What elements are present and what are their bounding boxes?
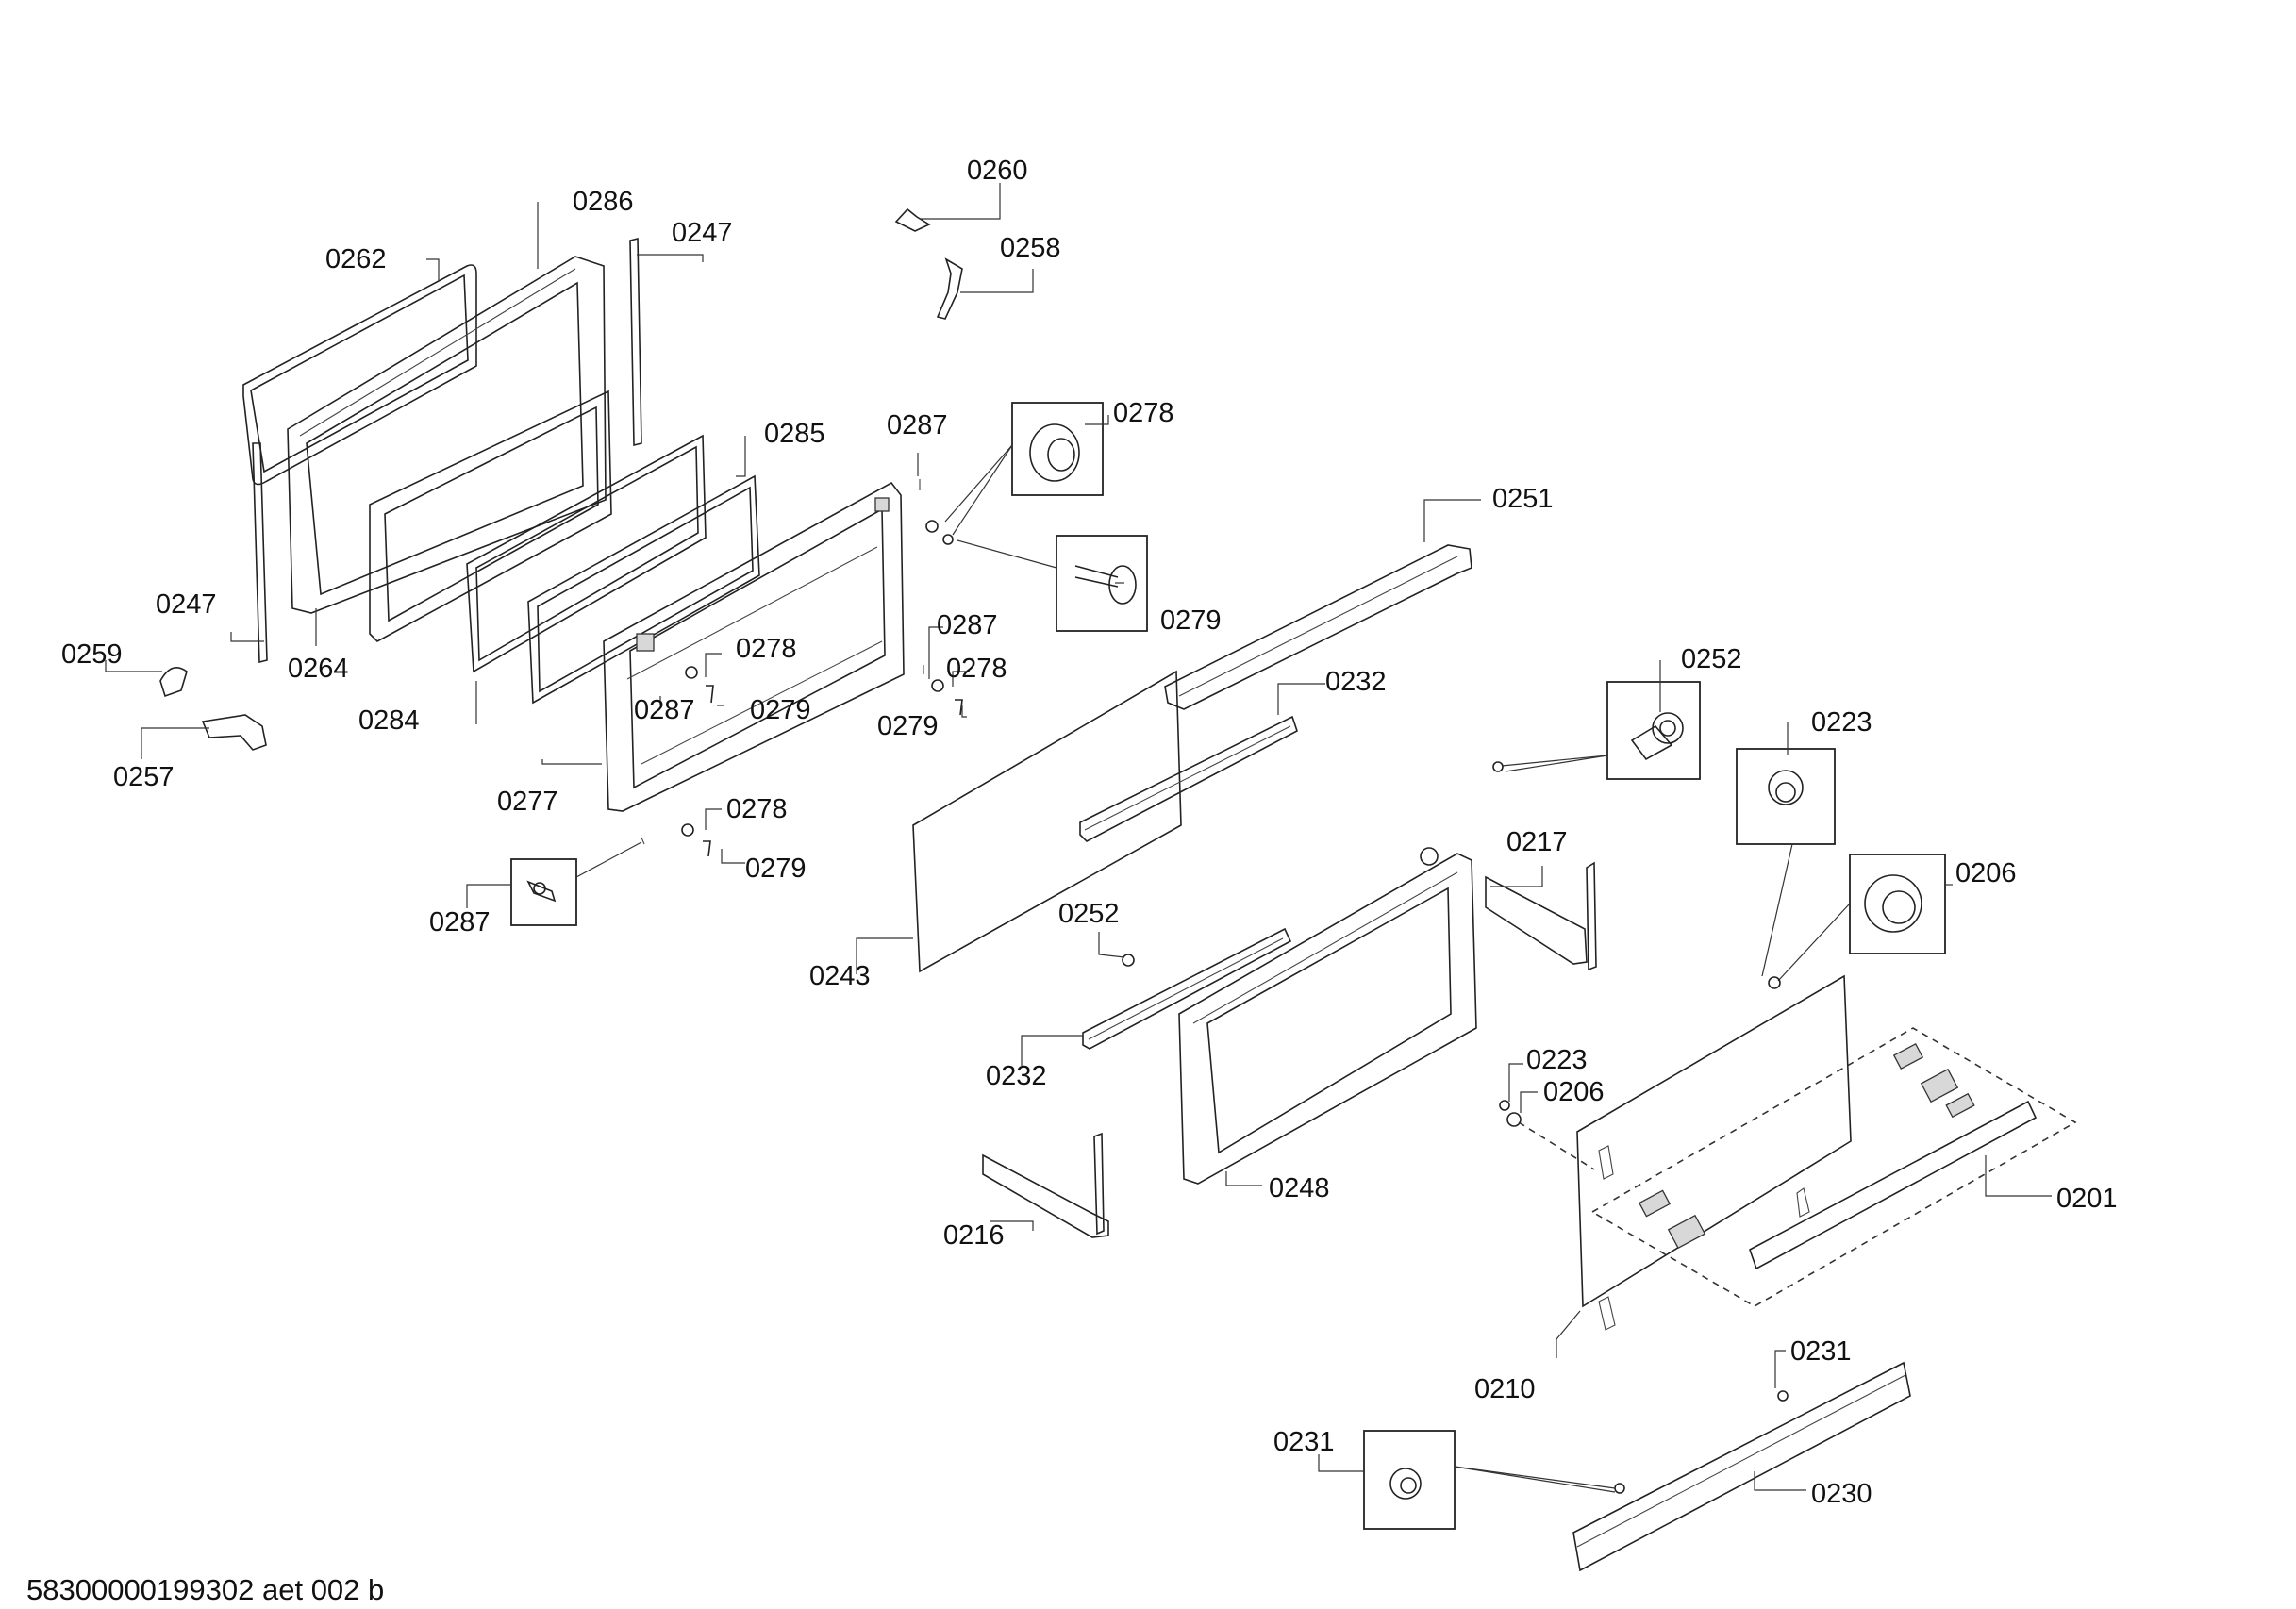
label-0259: 0259 <box>61 639 123 670</box>
label-0285: 0285 <box>764 419 825 449</box>
part-0243-glass-panel <box>912 670 1182 973</box>
label-0247-left: 0247 <box>156 589 217 620</box>
label-0201: 0201 <box>2056 1184 2118 1214</box>
inset-0278 <box>944 402 1104 536</box>
label-0262: 0262 <box>325 244 387 274</box>
label-0257: 0257 <box>113 762 175 792</box>
part-0284-glass <box>466 434 707 673</box>
leader-lines <box>105 183 2052 1491</box>
label-0287-right: 0287 <box>937 610 998 640</box>
label-0231-left: 0231 <box>1273 1427 1335 1457</box>
part-0210-panel <box>1576 974 1852 1331</box>
footer-code: 58300000199302 aet 002 b <box>26 1573 384 1606</box>
part-0285-glass <box>527 474 760 705</box>
label-0279-mid: 0279 <box>750 695 811 725</box>
part-0230-strip <box>1572 1361 1911 1572</box>
label-0278-right: 0278 <box>946 654 1007 684</box>
label-0279-low: 0279 <box>745 854 807 884</box>
part-0257-bracket <box>201 714 267 751</box>
part-0232-upper-bracket <box>1079 715 1298 842</box>
part-0258-hook <box>936 257 963 320</box>
part-0232-lower-bracket <box>1082 927 1292 1050</box>
small-parts-left <box>641 479 963 857</box>
part-0259-clip <box>159 666 188 698</box>
label-0278-mid: 0278 <box>736 634 797 664</box>
inset-0279 <box>957 535 1148 632</box>
part-0247-strip-left <box>252 442 268 664</box>
part-0247-strip-right <box>629 237 642 447</box>
label-0206-low: 0206 <box>1543 1077 1605 1107</box>
label-0251: 0251 <box>1492 484 1554 514</box>
label-0223-low: 0223 <box>1526 1045 1588 1075</box>
part-0286-frame <box>287 256 607 614</box>
label-0216: 0216 <box>943 1220 1005 1251</box>
label-0252-top: 0252 <box>1681 644 1742 674</box>
label-0279-right: 0279 <box>877 711 939 741</box>
label-0223-top: 0223 <box>1811 707 1872 738</box>
label-0287-top: 0287 <box>887 410 948 440</box>
label-0231-right: 0231 <box>1790 1336 1852 1367</box>
label-0278-low: 0278 <box>726 794 788 824</box>
label-0264: 0264 <box>288 654 349 684</box>
label-0284: 0284 <box>358 705 420 736</box>
part-0216-hinge <box>982 1132 1109 1238</box>
label-0252-mid: 0252 <box>1058 899 1120 929</box>
label-0247-top: 0247 <box>672 218 733 248</box>
inset-0206 <box>1768 854 1946 989</box>
label-0217: 0217 <box>1506 827 1568 857</box>
label-0287-mid: 0287 <box>634 695 695 725</box>
label-0206-top: 0206 <box>1955 858 2017 888</box>
label-0230: 0230 <box>1811 1479 1872 1509</box>
part-0264-inner-frame <box>369 390 612 642</box>
label-0258: 0258 <box>1000 233 1061 263</box>
part-0260-clip <box>894 207 931 232</box>
label-0232-low: 0232 <box>986 1061 1047 1091</box>
part-0251-rail <box>1164 544 1472 710</box>
inset-0223 <box>1736 748 1836 977</box>
label-0278-top: 0278 <box>1113 398 1174 428</box>
label-0277: 0277 <box>497 787 558 817</box>
inset-0231 <box>1363 1430 1616 1530</box>
label-0279-top: 0279 <box>1160 605 1222 636</box>
label-0286: 0286 <box>573 187 634 217</box>
part-0201-dashed-assembly <box>1590 1027 2077 1307</box>
part-0248-door-inner <box>1178 847 1477 1185</box>
label-0210: 0210 <box>1474 1374 1536 1404</box>
part-0252-screw <box>1122 954 1135 967</box>
part-0217-hinge <box>1485 861 1597 971</box>
part-0262-gasket <box>242 264 477 486</box>
label-0232-top: 0232 <box>1325 667 1387 697</box>
part-labels: 0286 0262 0247 0260 0258 0285 0287 0278 … <box>61 156 2118 1509</box>
label-0260: 0260 <box>967 156 1028 186</box>
inset-0287 <box>510 841 642 926</box>
part-0277-door-frame <box>603 481 905 812</box>
small-parts-right <box>1499 1100 1595 1170</box>
label-0287-low: 0287 <box>429 907 491 937</box>
label-0248: 0248 <box>1269 1173 1330 1203</box>
inset-0252 <box>1492 681 1701 780</box>
label-0243: 0243 <box>809 961 871 991</box>
